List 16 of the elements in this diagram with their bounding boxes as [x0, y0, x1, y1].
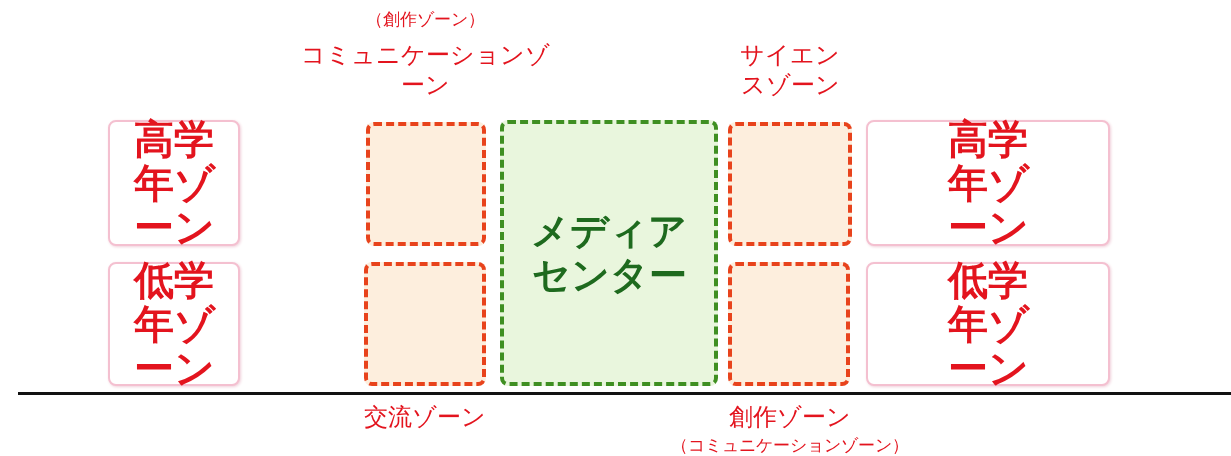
zone-heading: コミュニケーションゾーン	[300, 40, 550, 100]
zone-label: 低学年ゾーン	[946, 258, 1031, 390]
zone-heading: （創作ゾーン）	[364, 8, 486, 30]
zone-box	[866, 262, 1110, 386]
zone-label: 高学年ゾーン	[946, 117, 1031, 249]
zone-box	[108, 262, 240, 386]
media-center-box	[500, 120, 718, 386]
zone-heading: （コミュニケーションゾーン）	[670, 434, 910, 456]
zone-label: 低学年ゾーン	[132, 258, 217, 390]
zone-label: メディアセンター	[530, 209, 688, 297]
zone-heading: 交流ゾーン	[363, 402, 487, 432]
zone-box	[108, 120, 240, 246]
zone-heading: 創作ゾーン	[728, 402, 852, 432]
zone-heading: サイエンスゾーン	[739, 40, 841, 100]
zone-label: 高学年ゾーン	[132, 117, 217, 249]
zone-box	[866, 120, 1110, 246]
